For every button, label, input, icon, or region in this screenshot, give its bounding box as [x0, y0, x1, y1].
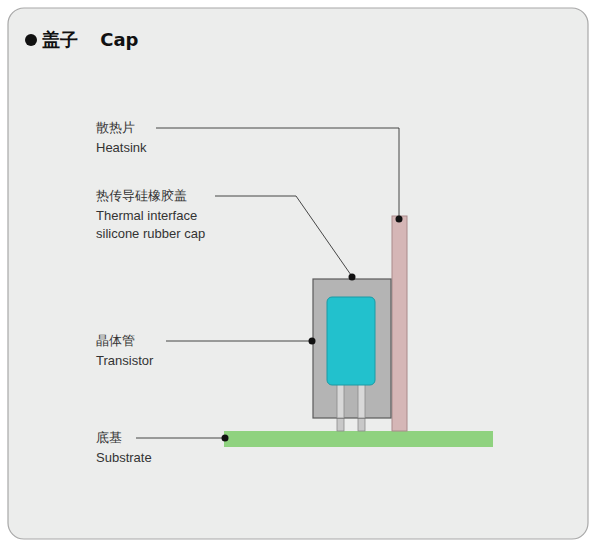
leader-dot: [396, 216, 403, 223]
part-name-en: Substrate: [96, 449, 152, 467]
transistor-body: [327, 297, 375, 385]
part-name-zh: 热传导硅橡胶盖: [96, 187, 187, 205]
leader-line: [136, 438, 224, 439]
part-name-en: Heatsink: [96, 139, 147, 157]
panel: [8, 8, 588, 539]
part-name-en: Thermal interface silicone rubber cap: [96, 207, 236, 243]
rubber-cap: [313, 279, 391, 418]
part-name-zh: 晶体管: [96, 332, 135, 350]
transistor-leg: [358, 384, 365, 418]
transistor-leg: [337, 384, 344, 431]
leader-dot: [222, 435, 229, 442]
leader-line: [215, 196, 351, 275]
transistor-leg: [358, 384, 365, 431]
leader-line: [166, 341, 311, 342]
part-name-zh: 底基: [96, 429, 122, 447]
heatsink-plate: [392, 216, 407, 431]
title: 盖子 Cap: [42, 28, 139, 52]
leader-line: [156, 128, 399, 218]
leader-dot: [349, 274, 356, 281]
bullet: [25, 34, 37, 46]
part-name-en: Transistor: [96, 352, 153, 370]
part-name-zh: 散热片: [96, 119, 135, 137]
transistor-leg: [337, 384, 344, 418]
leader-dot: [309, 338, 316, 345]
substrate-board: [224, 431, 493, 447]
